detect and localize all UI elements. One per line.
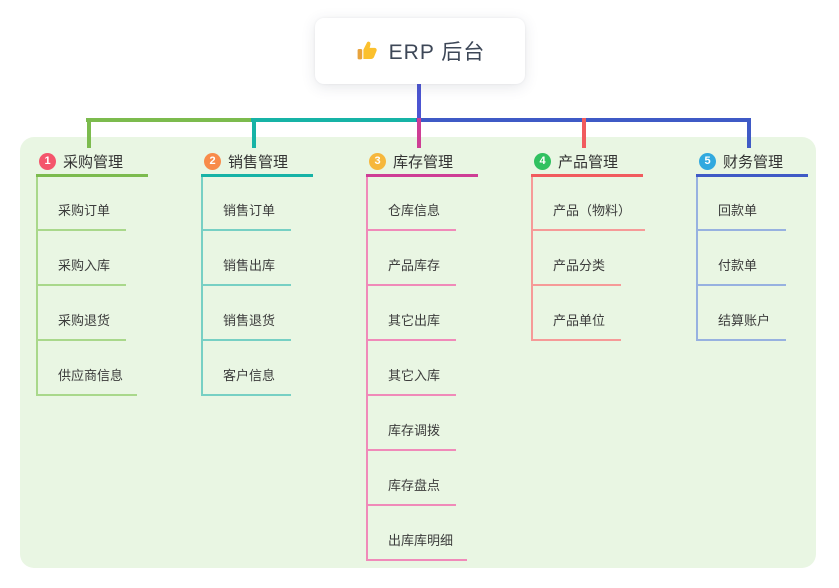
branch-node-2[interactable]: 2 销售管理 [201, 148, 313, 177]
branches-panel [20, 137, 816, 568]
leaf-node[interactable]: 其它出库 [366, 313, 456, 341]
branch-title-label: 销售管理 [228, 153, 289, 171]
branch-trunk-line-3 [366, 177, 368, 561]
leaf-node[interactable]: 销售出库 [201, 258, 291, 286]
leaf-node[interactable]: 产品（物料） [531, 203, 646, 231]
branch-title-label: 采购管理 [63, 153, 124, 171]
root-label: ERP 后台 [388, 41, 486, 64]
leaf-node[interactable]: 结算账户 [696, 313, 786, 341]
leaf-node[interactable]: 供应商信息 [36, 368, 138, 396]
leaf-node[interactable]: 采购退货 [36, 313, 126, 341]
leaf-node[interactable]: 销售订单 [201, 203, 291, 231]
bus-segment-left [86, 118, 253, 122]
branch-number-badge: 3 [369, 152, 386, 170]
branch-number-badge: 2 [204, 152, 221, 170]
branch-node-3[interactable]: 3 库存管理 [366, 148, 478, 177]
branch-number-badge: 5 [699, 152, 716, 170]
branch-drop-line-1 [87, 118, 91, 148]
leaf-node[interactable]: 仓库信息 [366, 203, 456, 231]
root-node[interactable]: ERP 后台 [315, 18, 525, 84]
leaf-node[interactable]: 产品库存 [366, 258, 456, 286]
branch-trunk-line-5 [696, 177, 698, 341]
leaf-node[interactable]: 产品分类 [531, 258, 621, 286]
bus-segment-middle [251, 118, 418, 122]
branch-trunk-line-2 [201, 177, 203, 396]
branch-trunk-line-1 [36, 177, 38, 396]
leaf-node[interactable]: 出库库明细 [366, 533, 468, 561]
thumbs-up-icon [355, 39, 379, 63]
leaf-node[interactable]: 产品单位 [531, 313, 621, 341]
branch-title-label: 产品管理 [558, 153, 619, 171]
leaf-node[interactable]: 库存盘点 [366, 478, 456, 506]
branch-node-5[interactable]: 5 财务管理 [696, 148, 808, 177]
leaf-node[interactable]: 库存调拨 [366, 423, 456, 451]
branch-title-label: 库存管理 [393, 153, 454, 171]
branch-title-label: 财务管理 [723, 153, 784, 171]
leaf-node[interactable]: 采购入库 [36, 258, 126, 286]
leaf-node[interactable]: 采购订单 [36, 203, 126, 231]
leaf-node[interactable]: 客户信息 [201, 368, 291, 396]
branch-node-1[interactable]: 1 采购管理 [36, 148, 148, 177]
leaf-node[interactable]: 回款单 [696, 203, 786, 231]
root-connector-line [417, 82, 421, 120]
branch-drop-line-3 [417, 118, 421, 148]
branch-drop-line-5 [747, 118, 751, 148]
branch-number-badge: 1 [39, 152, 56, 170]
branch-trunk-line-4 [531, 177, 533, 341]
leaf-node[interactable]: 付款单 [696, 258, 786, 286]
branch-node-4[interactable]: 4 产品管理 [531, 148, 643, 177]
branch-number-badge: 4 [534, 152, 551, 170]
branch-drop-line-4 [582, 118, 586, 148]
leaf-node[interactable]: 其它入库 [366, 368, 456, 396]
branch-drop-line-2 [252, 118, 256, 148]
leaf-node[interactable]: 销售退货 [201, 313, 291, 341]
